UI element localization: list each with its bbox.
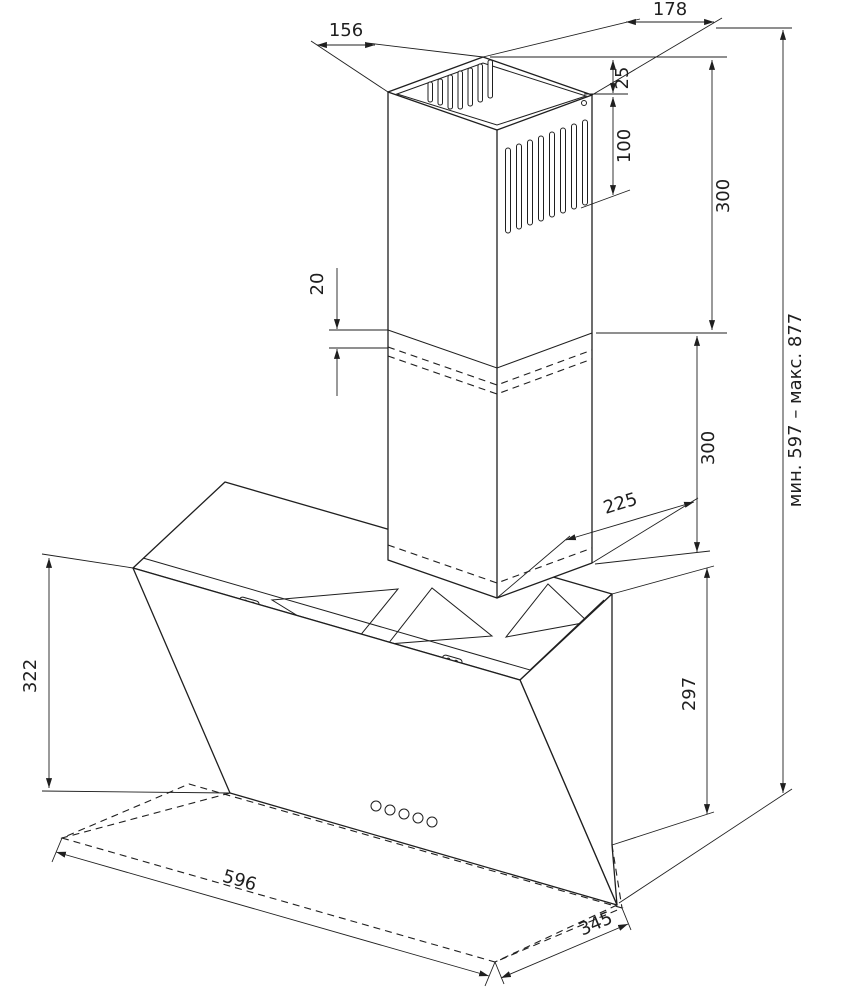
dim-label-chimney-base-depth: 225 bbox=[601, 489, 640, 519]
duct-vent-slots-top bbox=[427, 59, 493, 110]
dimension-upper-chimney-height: 300 bbox=[490, 56, 734, 334]
mounting-hole bbox=[581, 100, 587, 106]
dimension-vent-slot-height: 100 bbox=[580, 97, 635, 209]
dim-label-body-width: 596 bbox=[220, 866, 259, 896]
dim-label-lower-chimney-height: 300 bbox=[698, 431, 719, 465]
dim-label-vent-offset: 25 bbox=[612, 67, 633, 90]
dim-label-upper-chimney-height: 300 bbox=[713, 179, 734, 213]
chimney-duct bbox=[387, 56, 593, 599]
dimension-chimney-base-depth: 225 bbox=[496, 489, 699, 599]
duct-base-hidden-edge bbox=[387, 544, 593, 584]
dim-label-chimney-top-width: 178 bbox=[653, 0, 687, 20]
dim-label-body-front-height: 322 bbox=[20, 659, 41, 693]
dim-label-vent-slot-height: 100 bbox=[614, 129, 635, 163]
dimension-body-front-height: 322 bbox=[20, 553, 231, 794]
dim-label-mounting-height-range: мин. 597 – макс. 877 bbox=[785, 313, 806, 507]
dimension-body-width: 596 bbox=[51, 837, 496, 987]
dim-label-body-depth: 345 bbox=[576, 908, 616, 941]
dimension-body-rear-height: 297 bbox=[611, 565, 715, 846]
control-buttons bbox=[370, 800, 438, 828]
dimension-mounting-height-range: мин. 597 – макс. 877 bbox=[618, 27, 806, 904]
glass-front-panel bbox=[132, 567, 618, 906]
duct-section-junction bbox=[387, 329, 593, 395]
dim-label-chimney-top-depth: 156 bbox=[329, 20, 363, 41]
dim-label-body-rear-height: 297 bbox=[679, 677, 700, 711]
dimension-body-depth: 345 bbox=[494, 908, 632, 985]
dim-label-section-overlap: 20 bbox=[307, 273, 328, 296]
dimension-section-overlap: 20 bbox=[307, 268, 388, 396]
duct-vent-slots-right bbox=[505, 119, 588, 234]
dimension-chimney-top-depth: 156 bbox=[310, 20, 484, 93]
dimension-vent-offset: 25 bbox=[584, 60, 633, 95]
dimension-lower-chimney-height: 300 bbox=[594, 336, 719, 565]
